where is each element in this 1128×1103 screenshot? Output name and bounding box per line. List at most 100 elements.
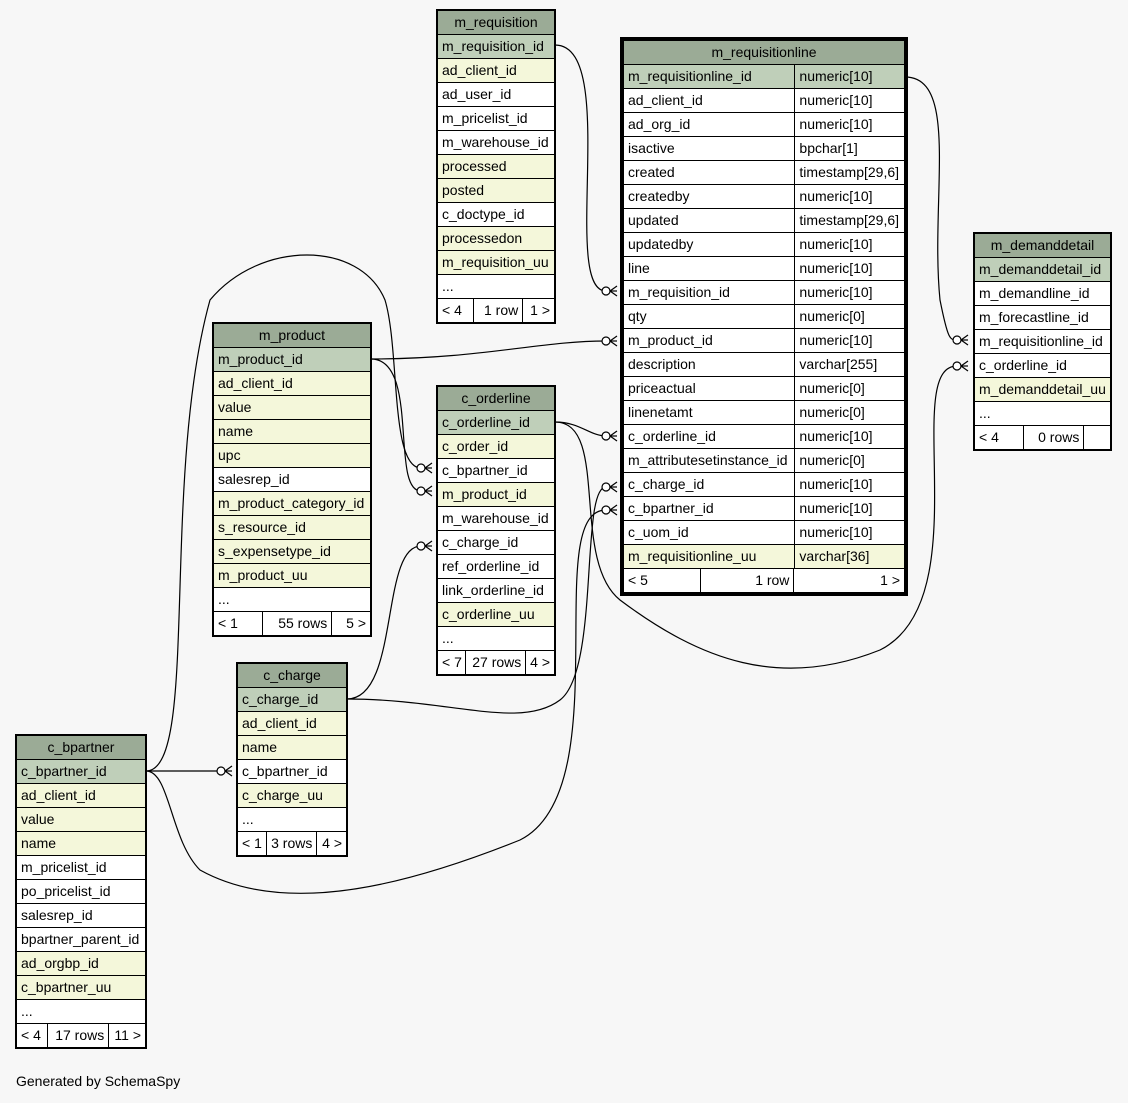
column-name[interactable]: ... — [213, 587, 371, 612]
column-name[interactable]: m_requisition_id — [622, 280, 796, 305]
children-count[interactable]: 5 > — [346, 615, 366, 631]
column-name[interactable]: c_order_id — [437, 434, 555, 459]
column-name[interactable]: m_forecastline_id — [974, 305, 1111, 330]
column-name[interactable]: m_product_category_id — [213, 491, 371, 516]
column-name[interactable]: ad_client_id — [213, 371, 371, 396]
column-name[interactable]: m_demanddetail_id — [974, 257, 1111, 282]
column-name[interactable]: ... — [437, 626, 555, 651]
column-name[interactable]: ref_orderline_id — [437, 554, 555, 579]
column-name[interactable]: s_resource_id — [213, 515, 371, 540]
column-name[interactable]: name — [213, 419, 371, 444]
table-title[interactable]: c_charge — [237, 663, 347, 688]
column-name[interactable]: c_charge_id — [622, 472, 796, 497]
parents-count[interactable]: < 4 — [975, 426, 1024, 449]
column-name[interactable]: description — [622, 352, 796, 377]
table-title[interactable]: c_bpartner — [16, 735, 146, 760]
column-name[interactable]: c_orderline_uu — [437, 602, 555, 627]
table-title[interactable]: m_requisitionline — [623, 40, 905, 65]
children-count[interactable]: 4 > — [530, 654, 550, 670]
column-name[interactable]: qty — [622, 304, 796, 329]
column-name[interactable]: c_bpartner_uu — [16, 975, 146, 1000]
column-name[interactable]: m_attributesetinstance_id — [622, 448, 796, 473]
column-name[interactable]: m_requisitionline_id — [974, 329, 1111, 354]
column-name[interactable]: ... — [437, 274, 555, 299]
column-name[interactable]: link_orderline_id — [437, 578, 555, 603]
children-count[interactable]: 1 > — [530, 302, 550, 318]
column-name[interactable]: po_pricelist_id — [16, 879, 146, 904]
column-name[interactable]: name — [16, 831, 146, 856]
parents-count[interactable]: < 1 — [238, 832, 267, 855]
column-name[interactable]: salesrep_id — [213, 467, 371, 492]
column-name[interactable]: c_charge_id — [237, 687, 347, 712]
children-count[interactable]: 4 > — [322, 835, 342, 851]
column-name[interactable]: line — [622, 256, 796, 281]
column-name[interactable]: m_pricelist_id — [437, 106, 555, 131]
column-name[interactable]: c_bpartner_id — [622, 496, 796, 521]
column-name[interactable]: processedon — [437, 226, 555, 251]
column-name[interactable]: c_uom_id — [622, 520, 796, 545]
column-name[interactable]: ... — [974, 401, 1111, 426]
column-name[interactable]: ad_orgbp_id — [16, 951, 146, 976]
children-count[interactable] — [1084, 427, 1110, 449]
column-name[interactable]: c_charge_id — [437, 530, 555, 555]
parents-count[interactable]: < 1 — [214, 612, 263, 635]
column-name[interactable]: c_orderline_id — [974, 353, 1111, 378]
column-name[interactable]: m_product_id — [622, 328, 796, 353]
column-name[interactable]: m_requisitionline_uu — [622, 544, 796, 569]
column-name[interactable]: c_bpartner_id — [16, 759, 146, 784]
parents-count[interactable]: < 7 — [438, 651, 466, 674]
column-name[interactable]: m_requisition_uu — [437, 250, 555, 275]
children-count[interactable]: 1 > — [880, 572, 900, 588]
column-name[interactable]: ad_client_id — [237, 711, 347, 736]
column-name[interactable]: processed — [437, 154, 555, 179]
column-name[interactable]: ... — [237, 807, 347, 832]
column-name[interactable]: linenetamt — [622, 400, 796, 425]
parents-count[interactable]: < 4 — [17, 1024, 48, 1047]
column-name[interactable]: updated — [622, 208, 796, 233]
column-name[interactable]: c_orderline_id — [437, 410, 555, 435]
column-name[interactable]: value — [16, 807, 146, 832]
column-name[interactable]: m_warehouse_id — [437, 506, 555, 531]
table-title[interactable]: m_requisition — [437, 10, 555, 35]
column-name[interactable]: m_demanddetail_uu — [974, 377, 1111, 402]
column-name[interactable]: s_expensetype_id — [213, 539, 371, 564]
column-name[interactable]: c_charge_uu — [237, 783, 347, 808]
table-title[interactable]: c_orderline — [437, 386, 555, 411]
column-name[interactable]: ad_client_id — [16, 783, 146, 808]
children-count[interactable]: 11 > — [114, 1027, 141, 1043]
column-name[interactable]: c_orderline_id — [622, 424, 796, 449]
column-name[interactable]: createdby — [622, 184, 796, 209]
column-name[interactable]: priceactual — [622, 376, 796, 401]
column-name[interactable]: upc — [213, 443, 371, 468]
column-name[interactable]: ad_user_id — [437, 82, 555, 107]
column-name[interactable]: bpartner_parent_id — [16, 927, 146, 952]
column-name[interactable]: m_product_id — [213, 347, 371, 372]
column-name[interactable]: m_pricelist_id — [16, 855, 146, 880]
parents-count[interactable]: < 4 — [438, 299, 474, 322]
column-name[interactable]: m_product_uu — [213, 563, 371, 588]
column-name[interactable]: m_demandline_id — [974, 281, 1111, 306]
column-name[interactable]: c_doctype_id — [437, 202, 555, 227]
column-name[interactable]: ad_client_id — [622, 88, 796, 113]
column-name[interactable]: name — [237, 735, 347, 760]
column-name[interactable]: ad_client_id — [437, 58, 555, 83]
column-name[interactable]: ... — [16, 999, 146, 1024]
column-name[interactable]: c_bpartner_id — [437, 458, 555, 483]
parents-count[interactable]: < 5 — [624, 569, 701, 592]
column-name[interactable]: m_requisition_id — [437, 34, 555, 59]
table-title[interactable]: m_product — [213, 323, 371, 348]
column-name[interactable]: posted — [437, 178, 555, 203]
column-name[interactable]: salesrep_id — [16, 903, 146, 928]
column-name[interactable]: m_product_id — [437, 482, 555, 507]
column-name[interactable]: updatedby — [622, 232, 796, 257]
column-name[interactable]: ad_org_id — [622, 112, 796, 137]
column-name[interactable]: m_warehouse_id — [437, 130, 555, 155]
column-name[interactable]: c_bpartner_id — [237, 759, 347, 784]
column-name[interactable]: m_requisitionline_id — [622, 64, 796, 89]
column-name[interactable]: value — [213, 395, 371, 420]
table-title[interactable]: m_demanddetail — [974, 233, 1111, 258]
column-name[interactable]: created — [622, 160, 796, 185]
column-name[interactable]: isactive — [622, 136, 796, 161]
